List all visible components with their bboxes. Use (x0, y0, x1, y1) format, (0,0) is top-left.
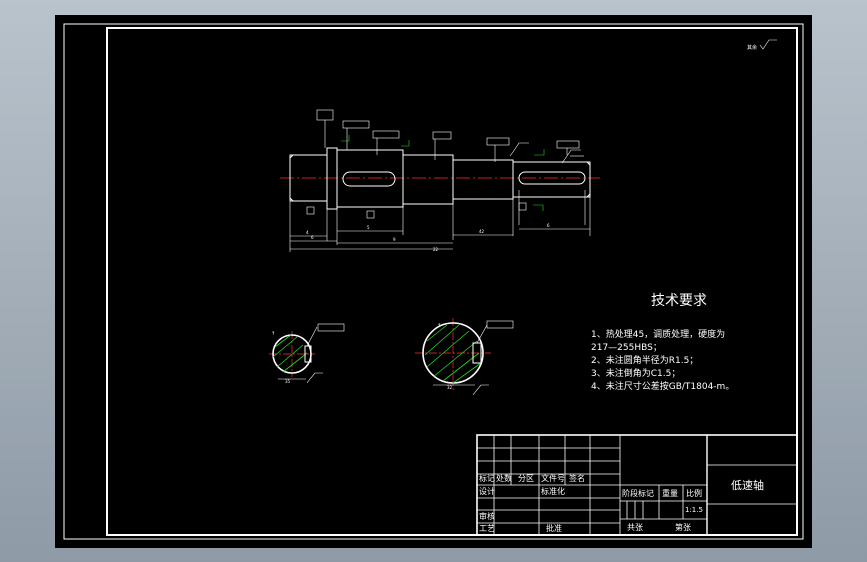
tb-header-file: 文件号 (541, 473, 565, 483)
note-line-4: 3、未注倒角为C1.5； (591, 367, 680, 379)
tb-header-mark: 标记 (479, 473, 495, 483)
tb-approve: 批准 (546, 523, 562, 533)
tb-total-sheets: 共张 (627, 523, 643, 532)
tb-review: 审核 (479, 511, 495, 521)
tb-scale: 比例 (686, 488, 702, 498)
note-line-2: 217—255HBS； (591, 343, 662, 353)
tb-process: 工艺 (479, 524, 495, 533)
tb-header-zone: 分区 (518, 474, 534, 483)
svg-text:↑: ↑ (271, 331, 275, 337)
outer-border (63, 23, 804, 540)
dim-label: 6 (547, 223, 550, 228)
tb-design: 设计 (479, 486, 495, 496)
dim-label: 4 (306, 230, 309, 235)
title-block: 标记 处数 分区 文件号 签名 设计 标准化 阶段标记 重量 比例 1:1.5 … (476, 434, 798, 536)
tb-part-name: 低速轴 (731, 478, 764, 492)
shaft-outline (289, 147, 591, 210)
section-view-large: 32 ↑ (415, 318, 514, 396)
tb-standardize: 标准化 (541, 486, 565, 496)
technical-requirements: 技术要求 1、热处理45，调质处理，硬度为 217—255HBS； 2、未注圆角… (591, 293, 734, 392)
note-line-3: 2、未注圆角半径为R1.5； (591, 354, 698, 366)
tech-title: 技术要求 (651, 293, 707, 309)
section-view-small: 35 ↑ (269, 323, 345, 384)
tb-header-count: 处数 (496, 473, 512, 483)
tb-weight: 重量 (662, 488, 678, 498)
tb-header-sign: 签名 (569, 473, 585, 483)
roughness-symbol: 其余 (747, 39, 777, 51)
svg-text:↑: ↑ (437, 323, 441, 329)
dim-label: 35 (285, 379, 291, 384)
dim-label: 42 (479, 229, 485, 234)
corner-mark-text: 其余 (747, 44, 757, 51)
inner-frame (106, 27, 798, 536)
drawing-sheet: 其余 (55, 15, 812, 548)
tb-sheet-no: 第张 (675, 522, 691, 532)
keyway-left (342, 171, 396, 187)
dim-label: 32 (447, 385, 453, 390)
note-line-1: 1、热处理45，调质处理，硬度为 (591, 328, 725, 340)
keyway-right (518, 171, 586, 185)
shaft-main-view: 4 6 5 9 42 6 22 (280, 109, 600, 252)
dim-label: 9 (393, 237, 396, 242)
tb-scale-value: 1:1.5 (685, 506, 703, 514)
cad-drawing: 其余 (63, 23, 804, 540)
dim-label: 5 (367, 225, 370, 230)
note-line-5: 4、未注尺寸公差按GB/T1804-m。 (591, 380, 734, 392)
dim-label: 22 (433, 247, 439, 252)
tb-stage-mark: 阶段标记 (622, 488, 654, 498)
dim-label: 6 (311, 235, 314, 240)
